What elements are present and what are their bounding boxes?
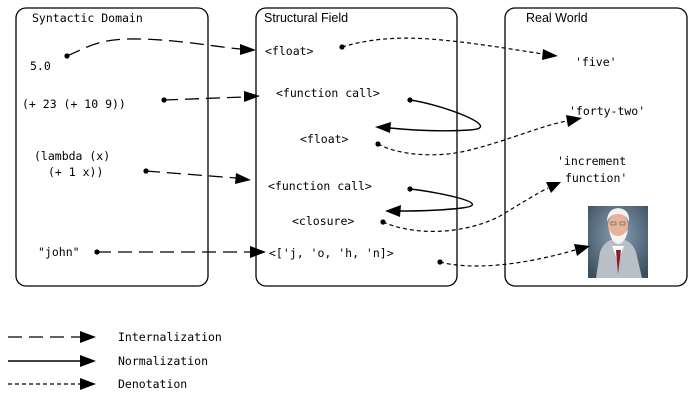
lambda-expression-line1: (lambda (x) bbox=[34, 149, 110, 163]
structure-float-2: <float> bbox=[300, 132, 349, 146]
structure-function-call-2: <function call> bbox=[268, 179, 372, 193]
structure-closure: <closure> bbox=[292, 214, 354, 228]
string-literal: "john" bbox=[38, 245, 80, 259]
syntactic-domain-title: Syntactic Domain bbox=[32, 11, 143, 25]
arrowhead bbox=[385, 205, 401, 217]
arrowhead bbox=[240, 44, 256, 55]
internalization-arrow bbox=[145, 170, 237, 179]
arrowhead bbox=[546, 182, 561, 193]
arrowhead bbox=[542, 49, 558, 60]
syntactic-domain-panel bbox=[15, 7, 209, 287]
sum-expression: (+ 23 (+ 10 9)) bbox=[22, 97, 126, 111]
lambda-expression-line2: (+ 1 x)) bbox=[48, 165, 103, 179]
internalization-arrow bbox=[66, 38, 241, 57]
denotation-arrow bbox=[341, 37, 544, 55]
denotation-arrow bbox=[382, 187, 549, 233]
normalization-arrow bbox=[399, 188, 473, 212]
legend-internalization: Internalization bbox=[8, 330, 222, 344]
legend-denotation: Denotation bbox=[8, 377, 187, 391]
arrowhead bbox=[375, 122, 391, 133]
float-literal: 5.0 bbox=[30, 59, 51, 73]
structure-character-list: <['j, 'o, 'h, 'n]> bbox=[269, 246, 394, 260]
denotation-five: 'five' bbox=[575, 55, 617, 69]
arrowhead bbox=[235, 173, 251, 184]
arrowhead bbox=[244, 91, 260, 102]
normalization-arrow bbox=[389, 99, 481, 132]
structure-float-1: <float> bbox=[265, 44, 314, 58]
denotation-arrows bbox=[339, 37, 590, 267]
legend: Internalization Normalization Denotation bbox=[8, 330, 222, 391]
arrowhead bbox=[566, 115, 582, 127]
internalization-arrow bbox=[163, 96, 245, 101]
portrait-photo-icon bbox=[588, 206, 648, 278]
denotation-arrow bbox=[439, 249, 576, 267]
arrowhead bbox=[250, 246, 266, 258]
denotation-increment-line2: function' bbox=[565, 171, 627, 185]
denotation-increment-line1: 'increment bbox=[557, 154, 626, 168]
legend-normalization-label: Normalization bbox=[118, 354, 208, 368]
structure-function-call-1: <function call> bbox=[276, 86, 380, 100]
real-world-title: Real World bbox=[526, 11, 588, 25]
denotation-arrow bbox=[377, 120, 568, 156]
structural-field-panel bbox=[255, 7, 458, 287]
legend-normalization: Normalization bbox=[8, 354, 208, 368]
arrowhead bbox=[574, 244, 590, 256]
legend-denotation-label: Denotation bbox=[118, 377, 187, 391]
legend-internalization-label: Internalization bbox=[118, 330, 222, 344]
denotation-forty-two: 'forty-two' bbox=[569, 104, 645, 118]
internalization-arrows bbox=[64, 38, 266, 258]
structural-field-title: Structural Field bbox=[264, 11, 348, 25]
normalization-arrows bbox=[375, 97, 481, 217]
